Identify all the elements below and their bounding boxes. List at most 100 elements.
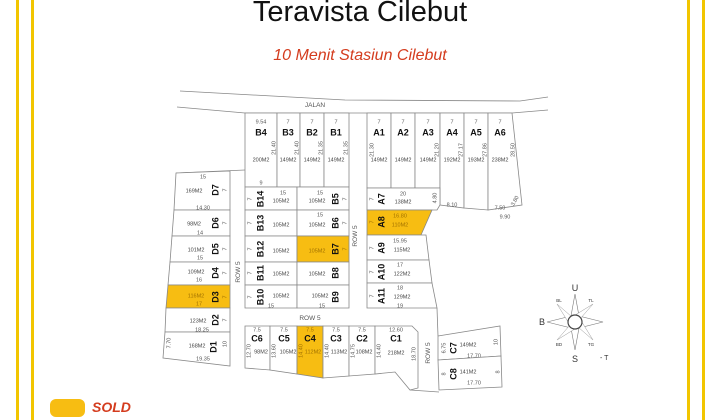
lot-outline — [296, 284, 350, 309]
lot-dimension: 7.70 — [166, 338, 172, 349]
lot-dimension: 7 — [342, 221, 348, 224]
lot-dimension: 7.5 — [332, 327, 340, 333]
lot-area: 105M2 — [273, 198, 290, 204]
lot-id: B14 — [255, 191, 265, 208]
lot-dimension: 15 — [317, 212, 323, 218]
lot-dimension: 20 — [400, 191, 406, 197]
lot-dimension: 15 — [280, 190, 286, 196]
lot-id: B1 — [330, 127, 342, 137]
lot-outline — [366, 187, 441, 211]
lot-id: B4 — [255, 127, 267, 137]
lot-area: 168M2 — [189, 343, 206, 349]
lot-area: 129M2 — [394, 294, 411, 300]
lot-dimension: 12.60 — [389, 327, 403, 333]
compass-north: U — [572, 283, 579, 293]
lot-area: 98M2 — [254, 349, 268, 355]
lot-dimension: 10 — [493, 339, 499, 345]
lot-dimension: 19.35 — [196, 356, 210, 362]
lot-area: 108M2 — [356, 349, 373, 355]
lot-id: C8 — [448, 368, 458, 380]
lot-dimension: 7.5 — [253, 327, 261, 333]
lot-dimension: 14 — [197, 230, 203, 236]
lot-area: 105M2 — [273, 293, 290, 299]
lot-dimension: 15 — [200, 174, 206, 180]
lot-dimension: 18.25 — [195, 327, 209, 333]
frame-line-left-inner — [31, 0, 34, 420]
lot-area: 218M2 — [388, 350, 405, 356]
lot-area: 101M2 — [188, 247, 205, 253]
lot-outline — [162, 331, 231, 367]
lot-dimension: 10 — [222, 341, 228, 347]
lot-id: B9 — [330, 291, 340, 303]
lot-dimension: 7 — [369, 220, 375, 223]
page-title: Teravista Cilebut — [252, 0, 468, 28]
lot-dimension: 4.80 — [432, 193, 438, 204]
road-label-row5: ROW 5 — [352, 225, 359, 247]
lot-area: 105M2 — [280, 349, 297, 355]
compass-rose-icon: U S B TL BL BD TG — [539, 283, 604, 364]
lot-dimension: 17 — [397, 262, 403, 268]
lot-dimension: 7 — [286, 119, 289, 125]
lot-id: A4 — [446, 127, 458, 137]
lot-area: 115M2 — [394, 247, 410, 253]
lot-area: 193M2 — [468, 157, 485, 163]
compass-west: B — [539, 317, 545, 327]
lot-dimension: 17 — [196, 301, 202, 307]
lot-id: B8 — [330, 267, 340, 279]
lot-id: D4 — [210, 267, 220, 279]
lot-area: 122M2 — [394, 271, 411, 277]
frame-line-left-outer — [16, 0, 19, 420]
lot-id: C5 — [278, 333, 290, 343]
lot-dimension: 7 — [222, 221, 228, 224]
lot-area: 105M2 — [309, 198, 326, 204]
lot-dimension: 9 — [259, 180, 262, 186]
lot-dimension: 7 — [310, 119, 313, 125]
lot-outline — [437, 355, 503, 391]
lot-dimension: 7 — [247, 271, 253, 274]
lot-dimension: 7 — [334, 119, 337, 125]
lot-id: D2 — [210, 314, 220, 326]
lot-area: 105M2 — [309, 248, 326, 254]
